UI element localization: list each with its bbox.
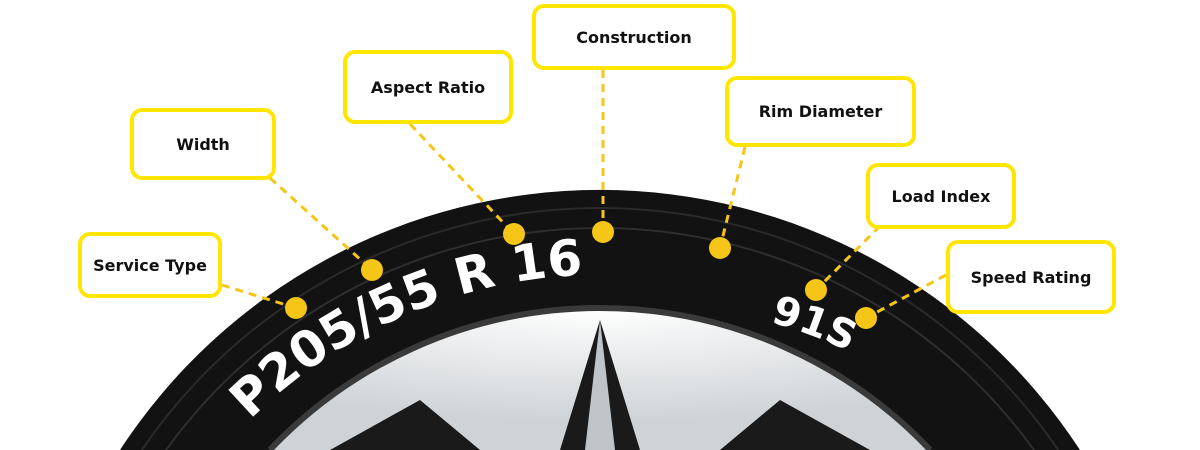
label-width: Width [130,108,276,180]
label-construction: Construction [532,4,736,70]
rim-edge [267,305,933,450]
dot-width [361,259,383,281]
dot-construction [592,221,614,243]
tire-tread-line [140,207,1060,450]
dot-speed-rating [855,307,877,329]
label-aspect-ratio: Aspect Ratio [343,50,513,124]
label-load-index: Load Index [866,163,1016,229]
leader-lines [221,70,947,320]
label-speed-rating: Speed Rating [946,240,1116,314]
dot-rim-diameter [709,237,731,259]
dot-load-index [805,279,827,301]
dot-service-type [285,297,307,319]
spoke-highlight [585,320,615,450]
dot-aspect-ratio [503,223,525,245]
label-rim-diameter: Rim Diameter [725,76,916,147]
label-service-type: Service Type [78,232,222,298]
